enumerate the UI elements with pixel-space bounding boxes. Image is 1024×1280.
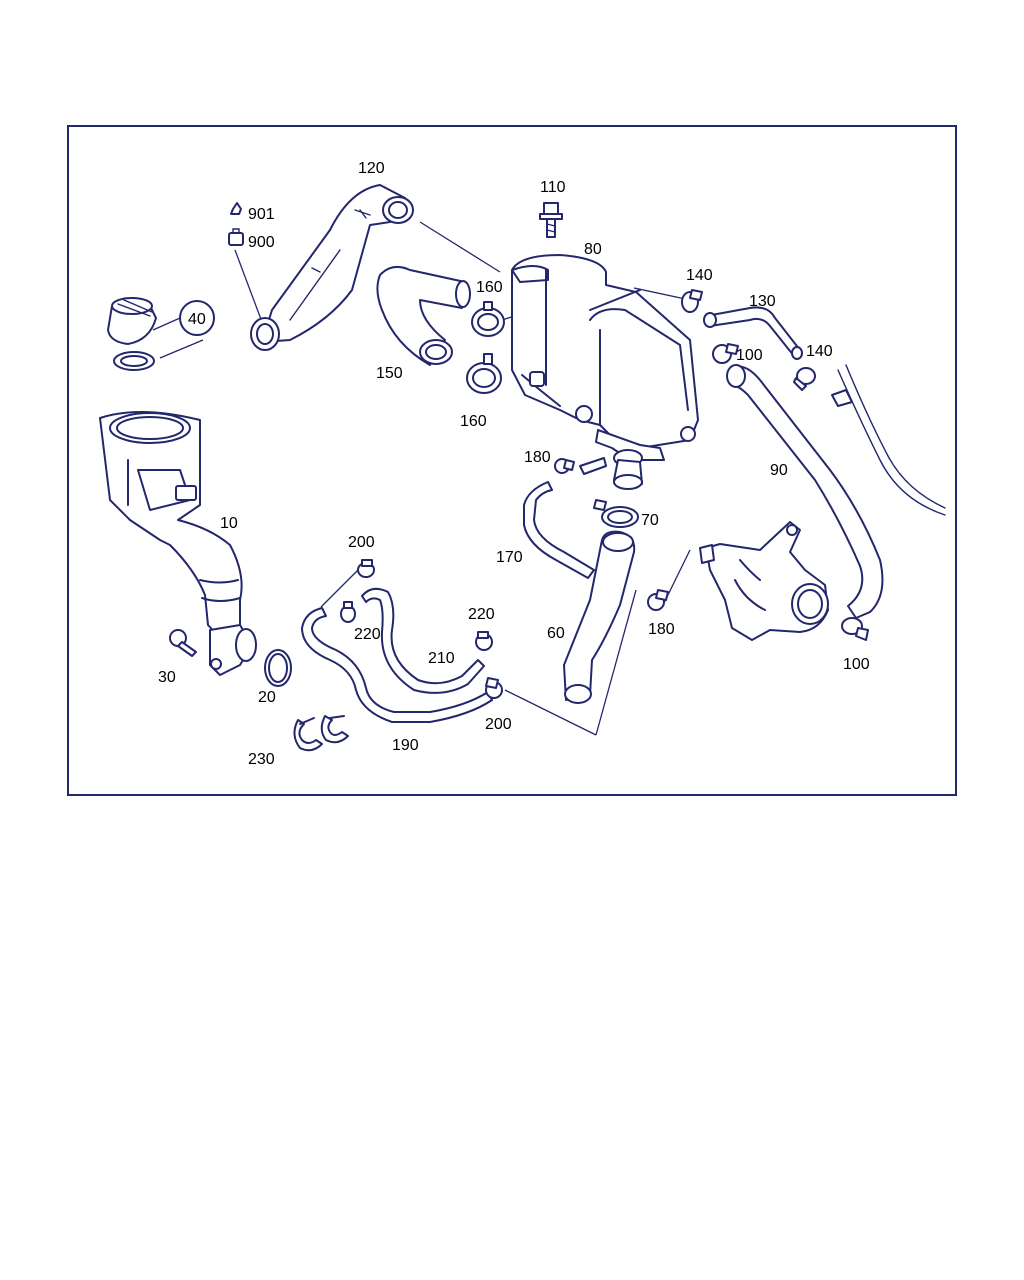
bolt-30: [169, 629, 197, 657]
hose-90: [726, 364, 884, 619]
o-ring-20: [264, 649, 292, 687]
label-160-upper: 160: [476, 279, 503, 296]
label-180-lower: 180: [648, 621, 675, 638]
breather-pipe-120: [250, 184, 414, 351]
clamp-180-upper: [554, 458, 575, 474]
oil-separator-80: [511, 254, 699, 490]
clamp-200-lower: [485, 677, 503, 699]
hose-170: [523, 481, 595, 579]
label-100-lower: 100: [843, 656, 870, 673]
clamp-70: [593, 499, 639, 528]
label-150: 150: [376, 365, 403, 382]
label-70: 70: [641, 512, 659, 529]
label-100-upper: 100: [736, 347, 763, 364]
oil-filler-neck-10: [99, 410, 257, 676]
label-10: 10: [220, 515, 238, 532]
label-110: 110: [540, 179, 566, 196]
clamp-200-upper: [357, 559, 375, 578]
part-labels: 10 20 30 40 60 70 80 90 100 100 110 120 …: [158, 160, 870, 768]
label-901: 901: [248, 206, 275, 223]
dipstick-tube: [831, 364, 946, 516]
clamp-160-upper: [471, 301, 505, 337]
label-210: 210: [428, 650, 455, 667]
label-30: 30: [158, 669, 176, 686]
label-140-upper: 140: [686, 267, 713, 284]
clamp-220-left: [340, 601, 356, 623]
clamp-100-upper: [712, 343, 739, 364]
clips-230: [293, 715, 349, 752]
label-120: 120: [358, 160, 385, 177]
oil-filler-cap: [107, 297, 215, 371]
label-90: 90: [770, 462, 788, 479]
label-80: 80: [584, 241, 602, 258]
clamp-140-lower: [793, 367, 816, 391]
label-200-upper: 200: [348, 534, 375, 551]
label-220-right: 220: [468, 606, 495, 623]
clamp-160-lower: [466, 353, 502, 394]
symbol-900-901: [228, 202, 244, 246]
label-20: 20: [258, 689, 276, 706]
hose-130: [703, 306, 803, 360]
label-170: 170: [496, 549, 523, 566]
clamp-180-lower: [647, 589, 669, 611]
hose-150: [376, 265, 471, 366]
bolt-110: [539, 202, 563, 238]
clamp-100-lower: [841, 617, 869, 641]
label-60: 60: [547, 625, 565, 642]
label-190: 190: [392, 737, 419, 754]
label-200-lower: 200: [485, 716, 512, 733]
label-40: 40: [188, 311, 206, 328]
thermostat-housing: [699, 521, 829, 641]
clamp-220-right: [475, 631, 493, 651]
label-220-left: 220: [354, 626, 381, 643]
label-140-lower: 140: [806, 343, 833, 360]
label-130: 130: [749, 293, 776, 310]
label-900: 900: [248, 234, 275, 251]
label-230: 230: [248, 751, 275, 768]
hose-210: [361, 587, 485, 694]
clamp-140-upper: [681, 289, 703, 313]
label-160-lower: 160: [460, 413, 487, 430]
hose-60: [563, 530, 636, 704]
label-180-upper: 180: [524, 449, 551, 466]
